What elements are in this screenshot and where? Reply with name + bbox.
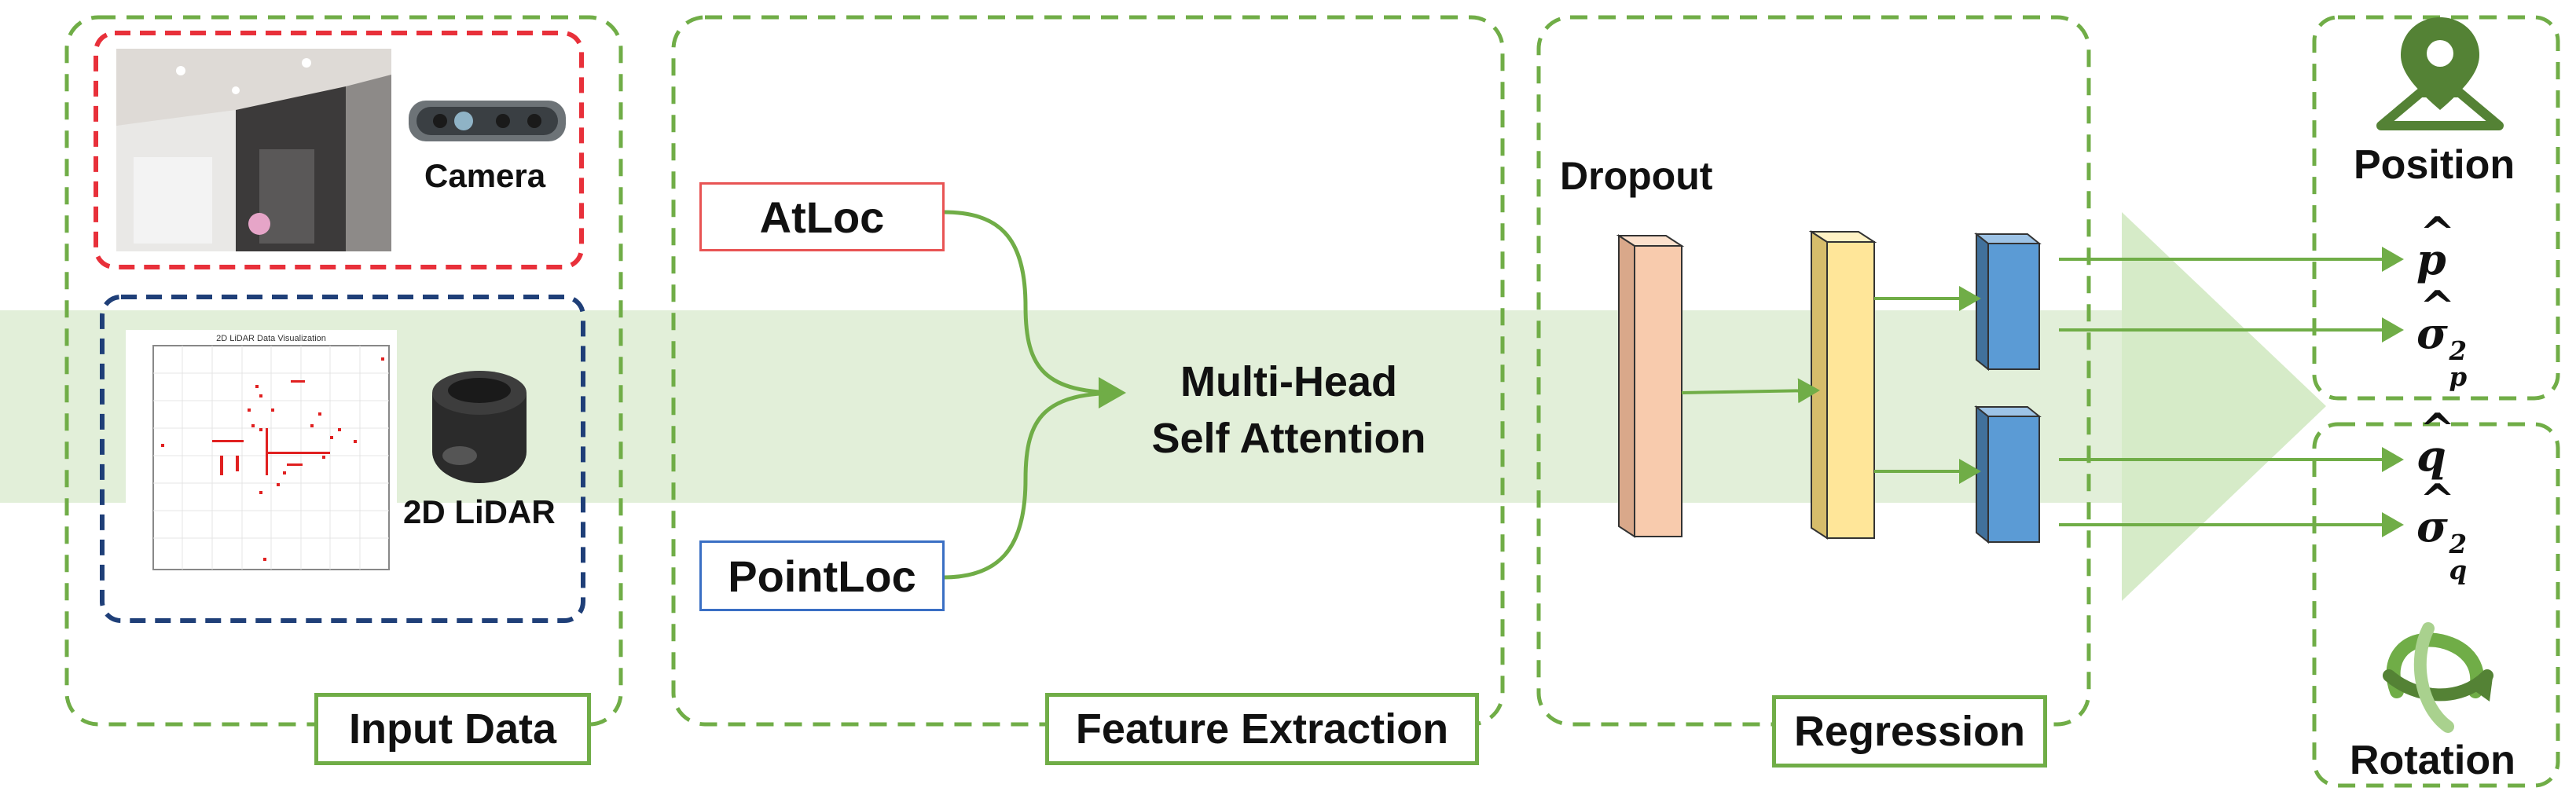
pointloc-box: PointLoc — [699, 540, 945, 611]
position-icon — [2376, 17, 2504, 130]
attention-label-line1: Multi-Head — [1180, 358, 1397, 405]
lidar-device-icon — [432, 371, 527, 483]
pointloc-merge-curve — [942, 390, 1123, 580]
rotation-label: Rotation — [2350, 738, 2515, 783]
camera-photo — [116, 49, 391, 251]
p-hat-symbol: p^ — [2416, 207, 2456, 284]
dropout-label: Dropout — [1560, 154, 1713, 198]
regression-label: Regression — [1772, 695, 2047, 768]
rotation-icon — [2383, 622, 2493, 733]
camera-label: Camera — [424, 157, 546, 194]
rotation-head-block — [1974, 405, 2042, 544]
lidar-plot-title: 2D LiDAR Data Visualization — [216, 334, 326, 343]
hidden-layer-block — [1808, 230, 1877, 540]
camera-device-icon — [409, 101, 566, 141]
position-head-block — [1974, 232, 2042, 372]
lidar-box — [100, 295, 585, 623]
dropout-to-hidden-arrow — [1681, 378, 1820, 404]
feature-extraction-section — [671, 15, 1505, 727]
atloc-box: AtLoc — [699, 182, 945, 251]
atloc-merge-curve — [942, 210, 1126, 408]
feature-extraction-label: Feature Extraction — [1045, 693, 1479, 765]
lidar-label: 2D LiDAR — [403, 493, 556, 530]
lidar-plot: 2D LiDAR Data Visualization — [126, 330, 397, 589]
position-label: Position — [2354, 142, 2515, 188]
dropout-layer-block — [1616, 234, 1685, 538]
input-data-label: Input Data — [314, 693, 591, 765]
position-output-section — [2312, 15, 2560, 401]
q-hat-symbol: q^ — [2416, 404, 2456, 481]
rotation-output-section — [2312, 422, 2560, 788]
flow-arrow-head — [2122, 212, 2326, 601]
attention-label-line2: Self Attention — [1151, 415, 1426, 462]
